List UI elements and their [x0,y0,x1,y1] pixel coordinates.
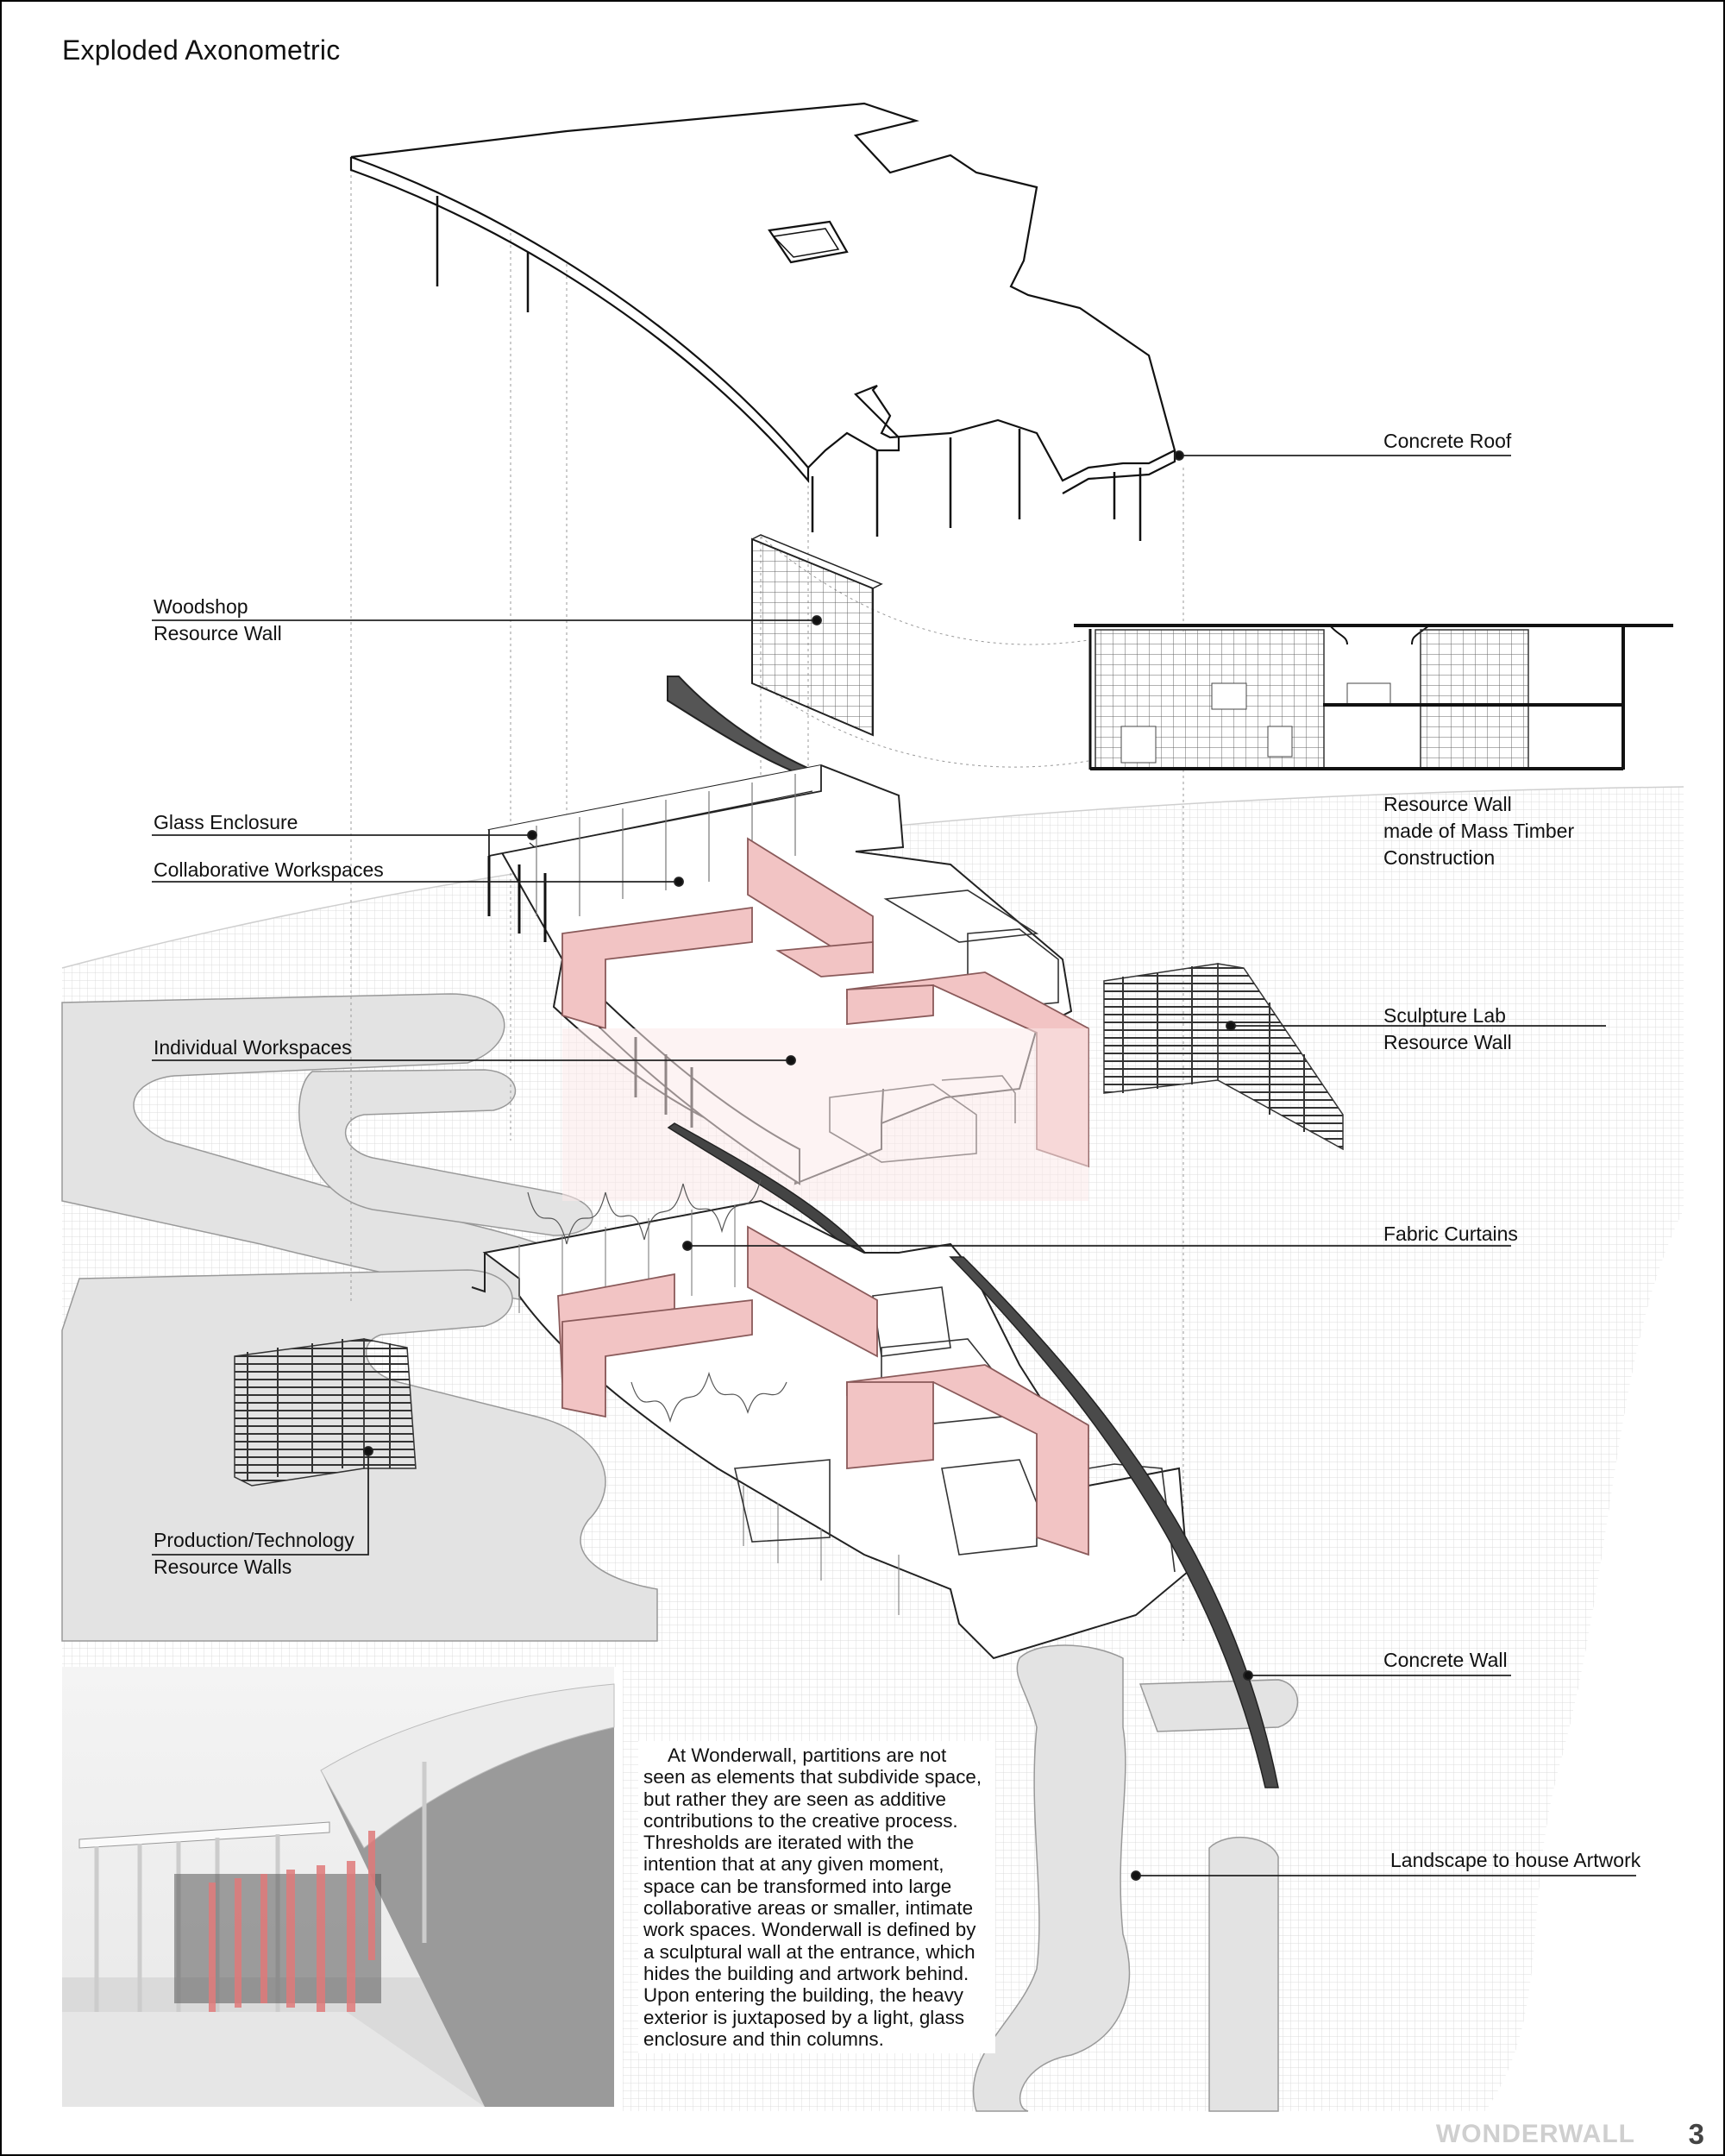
label-resource-wall-mass-timber: Resource Wall made of Mass Timber Constr… [1383,793,1575,869]
label-landscape-artwork: Landscape to house Artwork [1390,1849,1641,1871]
concrete-roof [349,102,1176,494]
perspective-rendering [62,1667,615,2107]
label-concrete-roof: Concrete Roof [1383,430,1512,452]
lower-pink-partitions [557,1225,1089,1556]
sculpture-lab-resource-wall [1103,963,1344,1151]
label-fabric-curtains: Fabric Curtains [1383,1223,1518,1245]
label-individual-workspaces: Individual Workspaces [154,1036,352,1059]
section-diagram [1074,624,1673,770]
project-brand: WONDERWALL [1435,2120,1635,2148]
page-number: 3 [1688,2118,1704,2150]
label-concrete-wall: Concrete Wall [1383,1649,1508,1671]
label-production-technology-resource-walls: Production/Technology Resource Walls [154,1529,354,1578]
woodshop-resource-wall [751,534,883,737]
roof-columns [436,196,1142,541]
lower-concrete-wall [949,1256,1279,1788]
production-resource-walls [234,1338,417,1487]
label-sculpture-lab-resource-wall: Sculpture Lab Resource Wall [1383,1004,1512,1053]
upper-glass-mullions [536,774,796,916]
sheet-title: Exploded Axonometric [62,35,341,66]
fabric-curtains-graphic [527,1179,787,1424]
shaft-projection [562,1028,1088,1201]
label-glass-enclosure: Glass Enclosure [154,811,298,833]
leader-lines [152,450,1636,1881]
label-collaborative-workspaces: Collaborative Workspaces [154,858,384,881]
label-woodshop-resource-wall: Woodshop Resource Wall [154,595,282,644]
project-description: At Wonderwall, partitions are not seen a… [638,1741,995,2054]
